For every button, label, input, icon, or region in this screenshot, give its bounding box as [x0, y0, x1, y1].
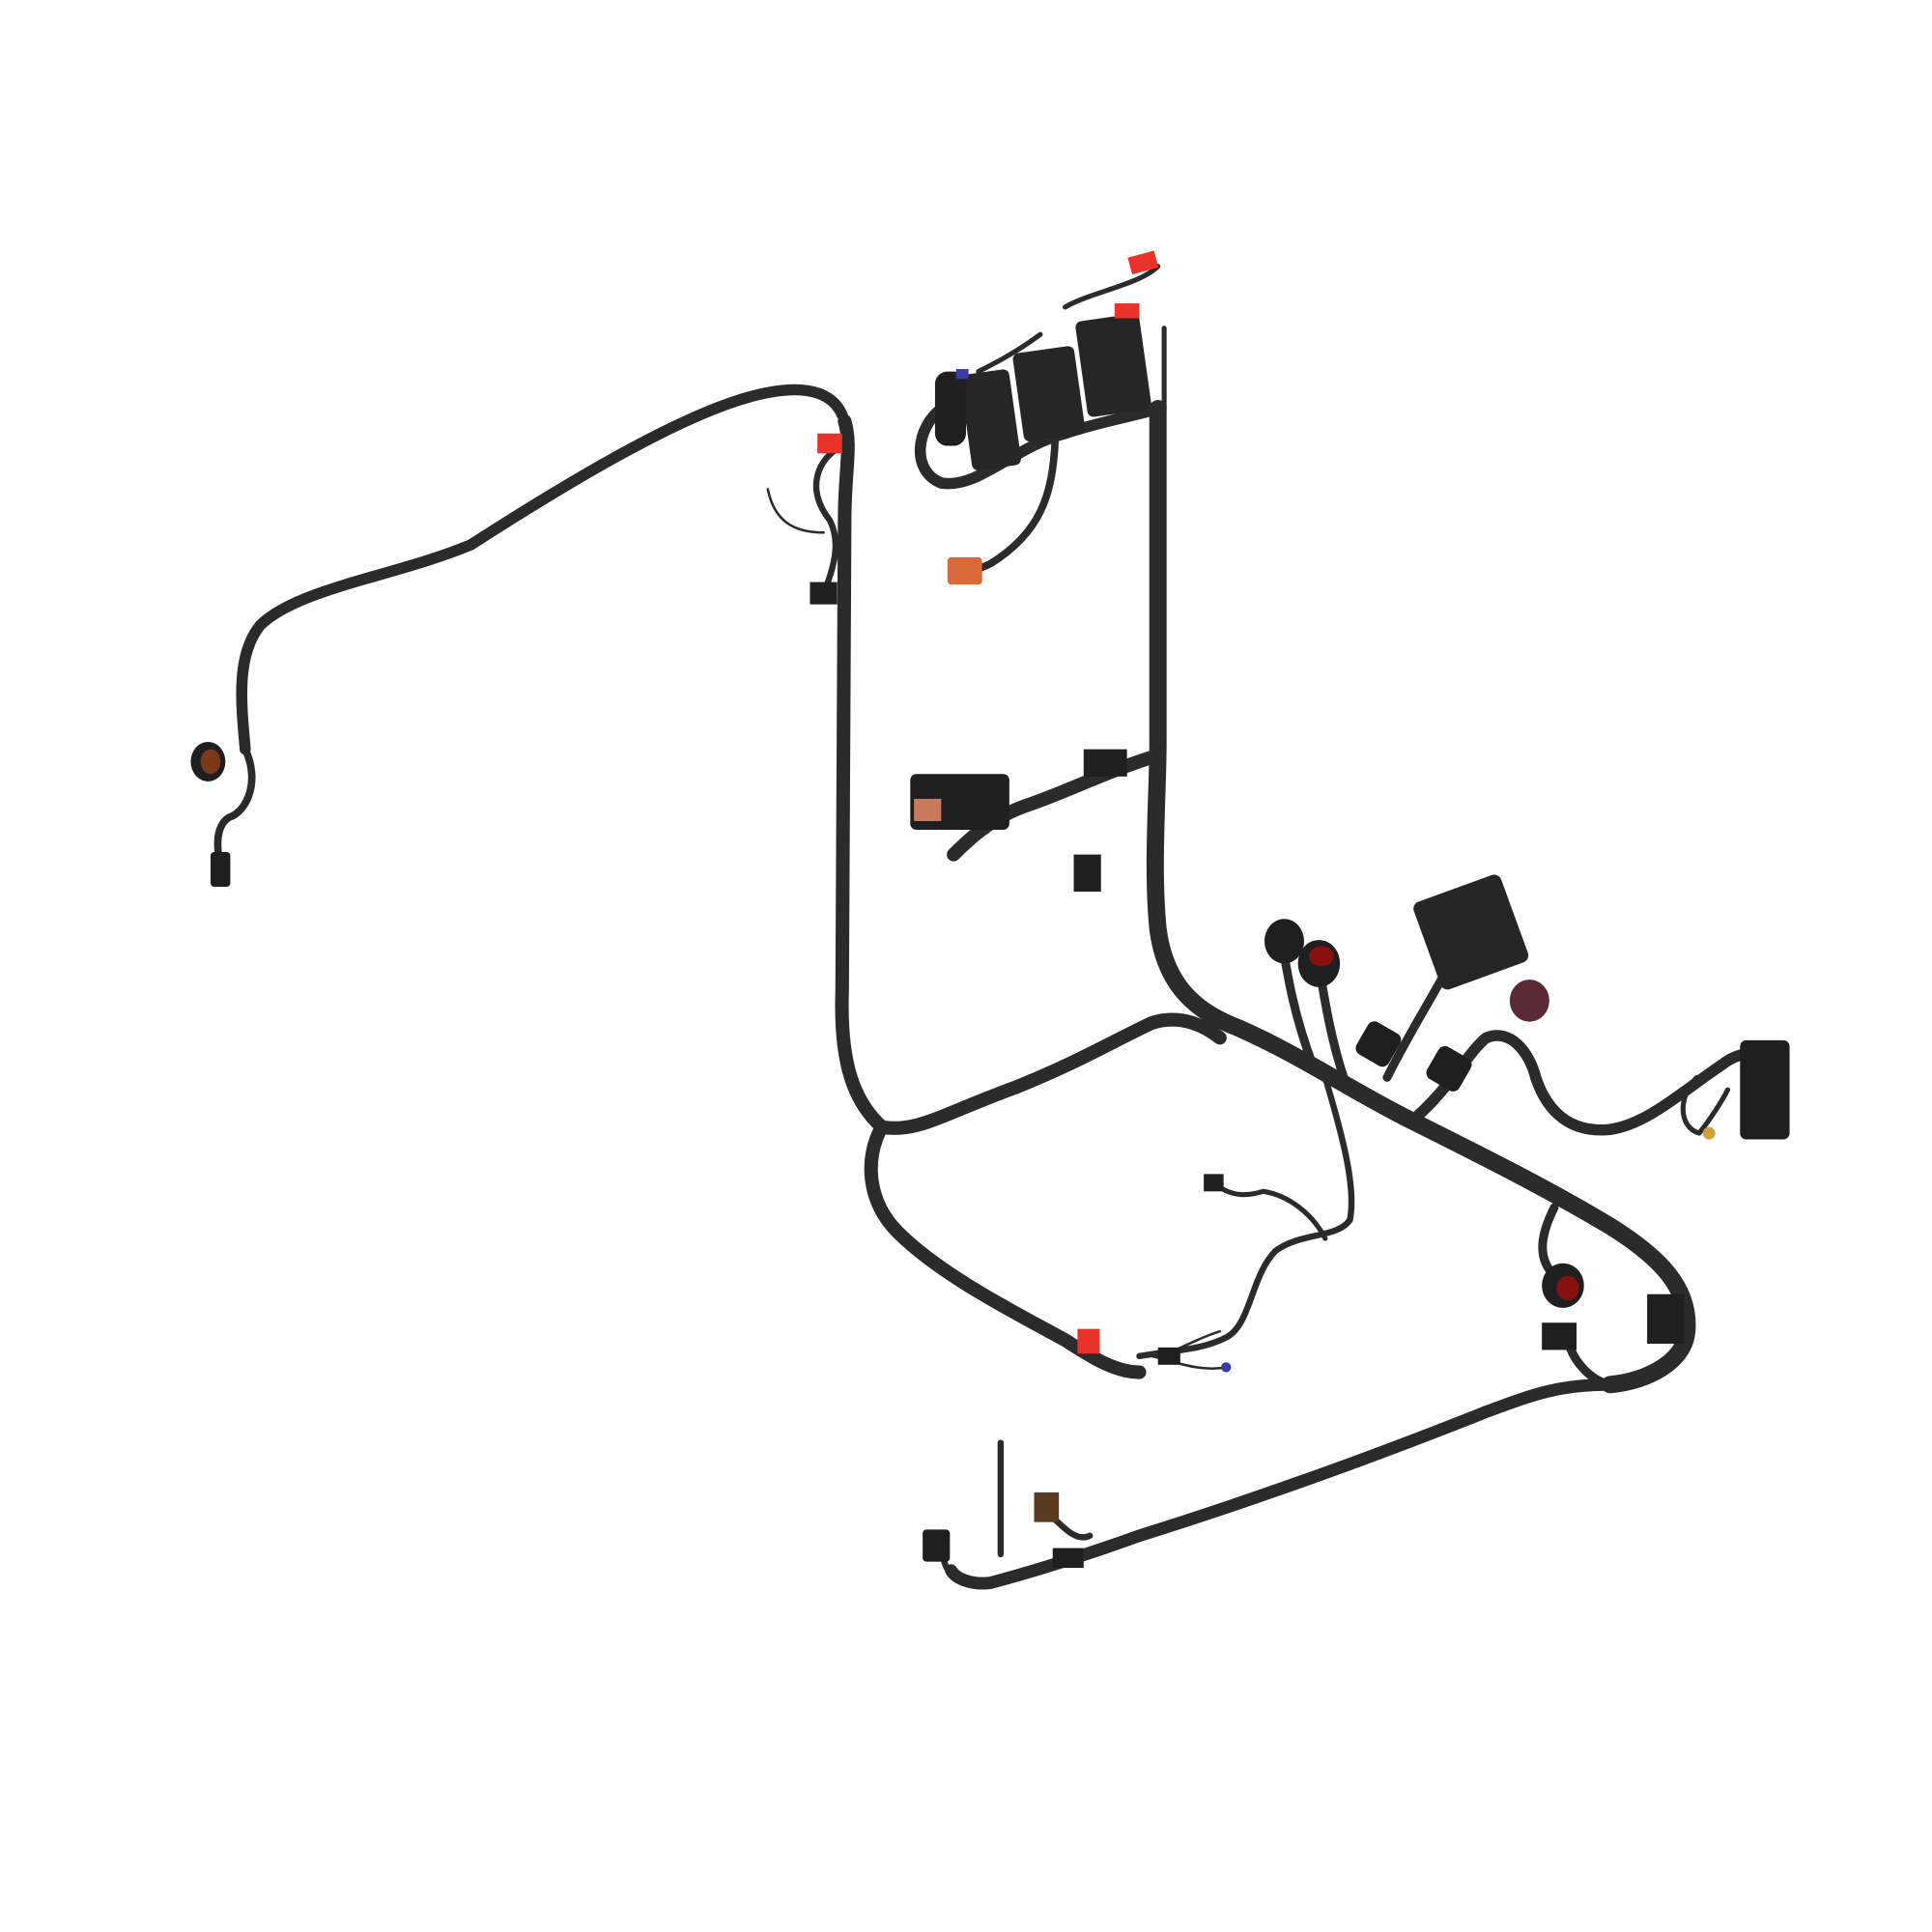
round-connector-right-1: [1264, 919, 1304, 964]
center-small-connector: [1204, 1174, 1224, 1192]
round-connector-lower-right-red: [1556, 1275, 1579, 1301]
red-connector-left: [817, 433, 842, 454]
far-right-clip-connector: [1647, 1293, 1685, 1345]
left-vertical-trunk: [835, 413, 889, 1134]
top-lead-cable: [976, 264, 1167, 412]
mid-connector-right: [1083, 749, 1127, 777]
red-fuse-2: [1127, 250, 1159, 275]
left-branch-tail-cable: [213, 745, 256, 871]
left-clip-connector: [810, 582, 838, 605]
mid-connector-orange: [914, 798, 942, 821]
orange-connector: [947, 556, 982, 585]
grommet-2: [1426, 1045, 1472, 1092]
gold-terminal-lead: [1680, 1074, 1731, 1136]
lower-right-connector: [1542, 1322, 1577, 1350]
upper-right-branch-cable: [1406, 1030, 1765, 1136]
right-vertical-trunk: [1146, 400, 1696, 1394]
left-branch-cable: [236, 384, 848, 755]
left-small-lead: [812, 442, 845, 598]
grommet-1: [1355, 1021, 1402, 1067]
small-connector-left: [210, 852, 231, 887]
relay-box-3: [1075, 313, 1151, 417]
gold-terminal: [1702, 1126, 1716, 1140]
bottom-brown-connector: [1034, 1492, 1060, 1522]
lower-left-loop-cable: [864, 1120, 1147, 1379]
bottom-small-connector: [1157, 1347, 1180, 1365]
round-relay-connector: [934, 371, 966, 446]
bottom-long-cable: [945, 1378, 1617, 1590]
large-right-connector: [1740, 1039, 1790, 1140]
red-connector-bottom: [1077, 1328, 1100, 1354]
bottom-clip: [1052, 1548, 1084, 1569]
red-fuse-1: [1114, 303, 1140, 319]
ring-terminal-lead: [766, 488, 825, 534]
round-connector-left-inner: [200, 749, 221, 775]
center-sensor-lead: [1210, 1179, 1328, 1241]
center-loop-cable: [874, 1012, 1227, 1135]
square-connector-plate: [1413, 874, 1529, 990]
mid-hanging-connector: [1073, 854, 1101, 893]
relay-box-1: [959, 369, 1021, 470]
bottom-left-connector: [923, 1529, 951, 1562]
blue-connector-top: [955, 369, 969, 380]
round-connector-right-2-red: [1309, 946, 1334, 966]
center-lower-branch: [1136, 1074, 1355, 1360]
blue-terminal: [1221, 1362, 1232, 1373]
round-connector-maroon: [1509, 980, 1549, 1022]
relay-box-2: [1012, 346, 1086, 442]
